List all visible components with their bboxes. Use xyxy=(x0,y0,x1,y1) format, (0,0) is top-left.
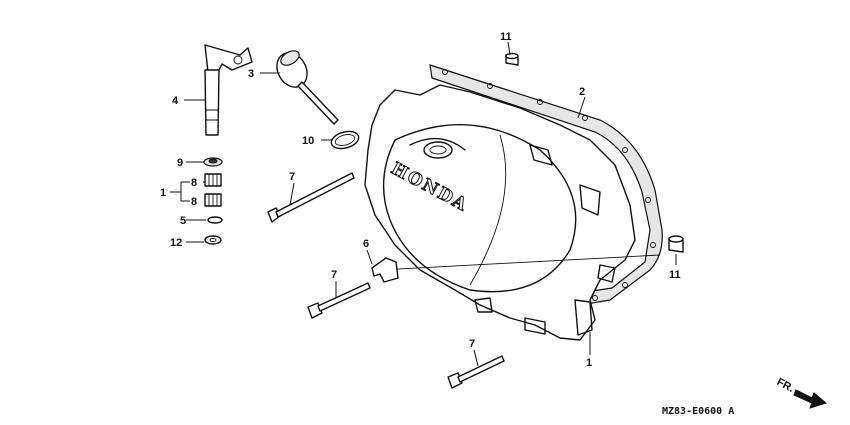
label-part-8-upper: 8 xyxy=(191,177,197,189)
shaft-assembly xyxy=(204,44,253,136)
label-part-8-lower: 8 xyxy=(191,196,197,208)
snap-ring xyxy=(207,216,223,224)
dowel-pin-right xyxy=(668,235,684,253)
cover-gasket xyxy=(429,64,663,306)
dowel-pin-top xyxy=(505,52,519,66)
oil-filler-cap xyxy=(276,50,339,125)
o-ring xyxy=(330,130,360,150)
bolt-upper xyxy=(267,172,355,223)
diagram-code: MZ83-E0600 A xyxy=(662,406,734,417)
bolt-middle xyxy=(307,282,371,319)
leader-lines xyxy=(170,41,677,367)
label-part-9: 9 xyxy=(177,157,183,169)
washer xyxy=(204,235,222,245)
part-labels: 2 3 4 10 7 7 7 6 11 11 1 9 8 8 1 5 12 xyxy=(160,31,681,369)
direction-arrow-icon xyxy=(793,389,828,409)
clamp xyxy=(371,257,399,283)
label-part-4: 4 xyxy=(172,95,179,107)
bolt-lower xyxy=(447,355,505,389)
front-direction-indicator: FR. xyxy=(775,376,828,409)
label-part-3: 3 xyxy=(248,68,254,80)
label-part-11-right: 11 xyxy=(669,269,681,281)
label-part-10: 10 xyxy=(302,135,314,147)
oil-seal xyxy=(203,157,223,167)
needle-bearing-upper xyxy=(204,173,222,187)
right-crankcase-cover: HONDA xyxy=(364,84,661,341)
needle-bearing-lower xyxy=(204,193,222,207)
label-part-1-cover: 1 xyxy=(586,357,592,369)
direction-label: FR. xyxy=(775,376,796,395)
label-part-7-upper: 7 xyxy=(289,171,295,183)
label-part-12: 12 xyxy=(170,237,182,249)
label-part-1-set: 1 xyxy=(160,187,166,199)
label-part-11-top: 11 xyxy=(500,31,512,43)
label-part-6: 6 xyxy=(363,238,369,250)
label-part-7-middle: 7 xyxy=(331,269,337,281)
label-part-7-lower: 7 xyxy=(469,338,475,350)
label-part-2: 2 xyxy=(579,86,585,98)
label-part-5: 5 xyxy=(180,215,186,227)
